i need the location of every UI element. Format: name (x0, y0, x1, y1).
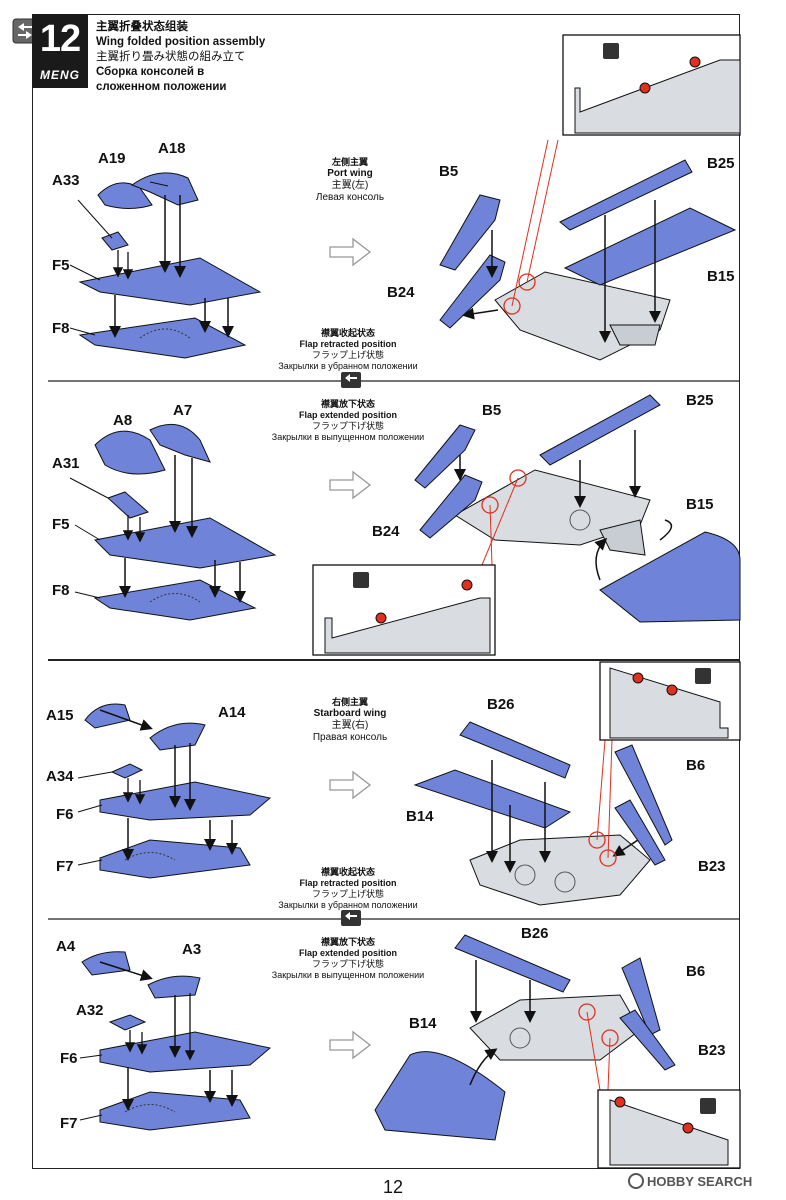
caption-ru: Закрылки в выпущенном положении (271, 432, 425, 442)
brand-logo: MENG (40, 68, 80, 82)
flap-extended-caption-2: 襟翼放下状态 Flap extended position フラップ下げ状態 З… (268, 937, 428, 981)
part-label: B15 (686, 496, 714, 513)
step-title: 主翼折叠状态组装 Wing folded position assembly 主… (96, 20, 265, 95)
part-label: B24 (387, 284, 415, 301)
part-label: B26 (487, 696, 515, 713)
caption-ja: フラップ上げ状態 (311, 889, 384, 899)
part-label: A8 (113, 412, 133, 429)
section-divider-1 (48, 372, 740, 388)
caption-en: Flap extended position (298, 948, 397, 958)
panel-starboard-retracted (77, 661, 741, 906)
flap-retracted-caption-2: 襟翼收起状态 Flap retracted position フラップ上げ状態 … (268, 867, 428, 911)
caption-zh: 左侧主翼 (331, 157, 368, 167)
section-port-caption: 左侧主翼 Port wing 主翼(左) Левая консоль (280, 157, 420, 204)
cement-icon (353, 572, 369, 588)
panel-starboard-extended (79, 934, 741, 1169)
next-step-arrow-icon (329, 1030, 372, 1060)
part-label: A15 (46, 707, 74, 724)
part-label: A4 (56, 938, 76, 955)
part-label: B6 (686, 963, 706, 980)
part-label: F6 (60, 1050, 78, 1067)
back-arrow-icon (12, 18, 38, 44)
caption-zh: 右侧主翼 (331, 697, 368, 707)
caption-en: Flap retracted position (299, 339, 397, 349)
part-label: B15 (707, 268, 735, 285)
caption-en: Flap retracted position (299, 878, 397, 888)
part-label: F6 (56, 806, 74, 823)
caption-ru: Закрылки в убранном положении (278, 900, 418, 910)
part-label: F5 (52, 257, 70, 274)
flap-extended-caption: 襟翼放下状态 Flap extended position フラップ下げ状態 З… (268, 399, 428, 443)
part-label: A34 (46, 768, 74, 785)
title-ru-2: сложенном положении (96, 81, 227, 93)
cement-icon (603, 43, 619, 59)
caption-zh: 襟翼放下状态 (320, 399, 375, 409)
caption-en: Flap extended position (298, 410, 397, 420)
part-label: F7 (56, 858, 74, 875)
caption-ja: フラップ下げ状態 (311, 421, 384, 431)
part-label: F7 (60, 1115, 78, 1132)
part-label: A7 (173, 402, 193, 419)
flap-retracted-caption: 襟翼收起状态 Flap retracted position フラップ上げ状態 … (268, 328, 428, 372)
cement-icon (695, 668, 711, 684)
cement-icon (700, 1098, 716, 1114)
part-label: A14 (218, 704, 246, 721)
step-number: 12 (39, 18, 81, 60)
part-label: A33 (52, 172, 80, 189)
part-label: B25 (707, 155, 735, 172)
caption-en: Port wing (327, 168, 373, 179)
caption-en: Starboard wing (313, 708, 387, 719)
part-label: B5 (482, 402, 502, 419)
title-ja: 主翼折り畳み状態の組み立て (96, 51, 246, 63)
part-label: F8 (52, 320, 70, 337)
part-label: A32 (76, 1002, 104, 1019)
step-badge: 12 MENG (32, 14, 88, 88)
part-label: B6 (686, 757, 706, 774)
page-number: 12 (382, 1177, 404, 1197)
next-step-arrow-icon (329, 237, 372, 267)
caption-ru: Закрылки в убранном положении (278, 361, 418, 371)
next-step-arrow-icon (329, 770, 372, 800)
part-label: B26 (521, 925, 549, 942)
caption-ru: Левая консоль (315, 192, 385, 203)
caption-zh: 襟翼收起状态 (320, 328, 375, 338)
part-label: B5 (439, 163, 459, 180)
caption-zh: 襟翼放下状态 (320, 937, 375, 947)
title-zh: 主翼折叠状态组装 (96, 21, 188, 33)
title-en: Wing folded position assembly (96, 36, 266, 48)
part-label: B14 (409, 1015, 437, 1032)
part-label: B25 (686, 392, 714, 409)
part-label: F5 (52, 516, 70, 533)
panel-port-retracted (69, 34, 741, 361)
watermark: HOBBY SEARCH (628, 1173, 752, 1189)
caption-ru: Закрылки в выпущенном положении (271, 970, 425, 980)
caption-ja: 主翼(左) (331, 180, 369, 191)
part-label: B24 (372, 523, 400, 540)
panel-port-extended (69, 394, 741, 656)
caption-ja: フラップ上げ状態 (311, 350, 384, 360)
part-label: B23 (698, 858, 726, 875)
part-label: A19 (98, 150, 126, 167)
caption-zh: 襟翼收起状态 (320, 867, 375, 877)
part-label: A18 (158, 140, 186, 157)
section-divider-2 (48, 910, 740, 926)
watermark-text: HOBBY SEARCH (647, 1174, 753, 1189)
title-ru-1: Сборка консолей в (96, 66, 205, 78)
part-label: B14 (406, 808, 434, 825)
part-label: A31 (52, 455, 80, 472)
part-label: A3 (182, 941, 202, 958)
section-starboard-caption: 右侧主翼 Starboard wing 主翼(右) Правая консоль (280, 697, 420, 744)
next-step-arrow-icon (329, 470, 372, 500)
watermark-logo-icon (628, 1173, 644, 1189)
part-label: F8 (52, 582, 70, 599)
cement-point (503, 297, 521, 315)
cement-point (518, 273, 536, 291)
caption-ru: Правая консоль (312, 732, 388, 743)
caption-ja: 主翼(右) (331, 720, 369, 731)
caption-ja: フラップ下げ状態 (311, 959, 384, 969)
part-label: B23 (698, 1042, 726, 1059)
